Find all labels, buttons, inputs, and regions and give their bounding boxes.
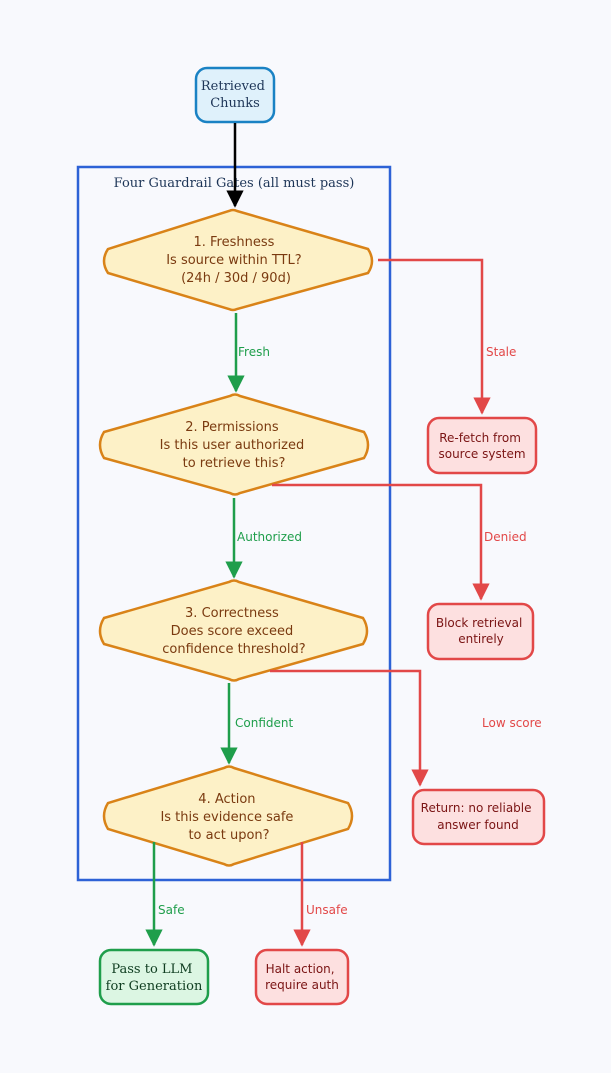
pass-label-confident: Confident: [235, 716, 293, 730]
svg-text:1. Freshness Is source w: 1. Freshness Is source within TTL? (24h …: [166, 235, 306, 286]
gate-2-question: Is this user authorized: [160, 438, 305, 453]
fail-box-4-line-2: require auth: [265, 978, 339, 992]
final-line-1: Pass to LLM: [111, 962, 192, 977]
gate-4-detail: to act upon?: [188, 828, 269, 843]
fail-arrow-denied: [272, 483, 490, 601]
fail-box-halt: Halt action, require auth: [254, 948, 350, 1006]
svg-text:Halt action, require aut: Halt action, require auth: [265, 962, 339, 992]
fail-box-refetch: Re-fetch from source system: [426, 416, 538, 475]
fail-label-low-score: Low score: [482, 716, 542, 730]
pass-label-fresh: Fresh: [238, 345, 270, 359]
fail-box-block: Block retrieval entirely: [426, 602, 535, 661]
svg-text:4. Action Is this eviden: 4. Action Is this evidence safe to act u…: [160, 792, 297, 843]
start-node: Retrieved Chunks: [194, 66, 276, 124]
svg-text:Re-fetch from source sys: Re-fetch from source system: [438, 431, 525, 461]
fail-box-2-line-2: entirely: [458, 632, 504, 646]
gate-3-title: 3. Correctness: [185, 606, 279, 621]
final-line-2: for Generation: [106, 979, 203, 994]
fail-label-denied: Denied: [484, 530, 527, 544]
svg-text:2. Permissions Is this u: 2. Permissions Is this user authorized t…: [160, 420, 309, 471]
gate-4-title: 4. Action: [198, 792, 255, 807]
gate-4-question: Is this evidence safe: [160, 810, 293, 825]
gate-3-question: Does score exceed: [171, 624, 294, 639]
gate-freshness: 1. Freshness Is source within TTL? (24h …: [102, 208, 374, 312]
gate-2-detail: to retrieve this?: [183, 456, 286, 471]
fail-label-stale: Stale: [486, 345, 516, 359]
fail-box-1-line-1: Re-fetch from: [439, 431, 521, 445]
start-line-1: Retrieved: [201, 79, 265, 94]
gate-action: 4. Action Is this evidence safe to act u…: [102, 765, 354, 867]
fail-label-unsafe: Unsafe: [306, 903, 348, 917]
start-line-2: Chunks: [210, 96, 260, 111]
fail-box-no-answer: Return: no reliable answer found: [411, 788, 546, 846]
fail-box-1-line-2: source system: [438, 447, 525, 461]
fail-box-3-line-1: Return: no reliable: [421, 801, 532, 815]
gate-3-detail: confidence threshold?: [162, 642, 305, 657]
svg-text:3. Correctness Does scor: 3. Correctness Does score exceed confide…: [162, 606, 305, 657]
svg-text:Block retrieval entirely: Block retrieval entirely: [436, 616, 526, 646]
fail-arrow-stale: [378, 258, 491, 415]
svg-text:Retrieved Chunks: Retrieved Chunks: [201, 79, 269, 111]
fail-box-2-line-1: Block retrieval: [436, 616, 522, 630]
fail-arrow-low-score: [270, 669, 429, 787]
final-node-llm: Pass to LLM for Generation: [98, 948, 210, 1006]
fail-box-3-line-2: answer found: [437, 818, 519, 832]
fail-box-4-line-1: Halt action,: [266, 962, 335, 976]
pass-label-authorized: Authorized: [237, 530, 302, 544]
gate-permissions: 2. Permissions Is this user authorized t…: [98, 393, 370, 496]
svg-text:Pass to LLM for Generati: Pass to LLM for Generation: [106, 962, 203, 994]
pass-label-safe: Safe: [158, 903, 185, 917]
svg-text:Return: no reliable answ: Return: no reliable answer found: [421, 801, 536, 832]
gate-correctness: 3. Correctness Does score exceed confide…: [98, 579, 369, 682]
gate-2-title: 2. Permissions: [185, 420, 279, 435]
gate-1-detail: (24h / 30d / 90d): [181, 271, 291, 286]
gate-1-title: 1. Freshness: [193, 235, 274, 250]
gate-1-question: Is source within TTL?: [166, 253, 301, 268]
